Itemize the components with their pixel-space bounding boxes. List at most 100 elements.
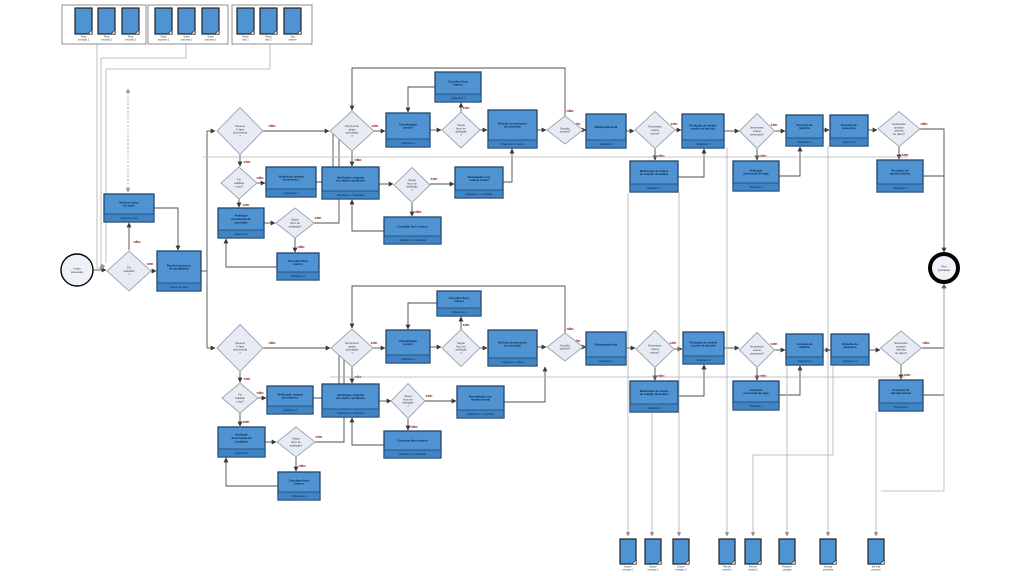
svg-text:Segue: Segue bbox=[291, 218, 299, 222]
svg-text:Organismo 2 + Secretaria: Organismo 2 + Secretaria bbox=[337, 412, 365, 415]
edge-27: sim bbox=[671, 121, 682, 133]
svg-text:processo 3: processo 3 bbox=[205, 38, 217, 41]
svg-text:?: ? bbox=[239, 351, 241, 355]
edge-1: sim bbox=[147, 261, 157, 274]
svg-text:Exame: Exame bbox=[677, 567, 685, 569]
svg-text:Foi: Foi bbox=[237, 178, 241, 182]
svg-text:Organismo 1 + Comissão: Organismo 1 + Comissão bbox=[399, 239, 427, 242]
svg-text:adenda: adenda bbox=[897, 348, 906, 352]
svg-text:não: não bbox=[566, 108, 574, 113]
svg-text:?: ? bbox=[351, 134, 353, 138]
svg-text:Verificação conjunta: Verificação conjunta bbox=[337, 175, 365, 179]
svg-text:Documento: Documento bbox=[345, 124, 359, 128]
svg-text:Passa à: Passa à bbox=[235, 124, 245, 128]
svg-text:Emissão de: Emissão de bbox=[841, 123, 857, 127]
edge-90 bbox=[750, 366, 834, 537]
edge-54: não bbox=[349, 367, 362, 384]
svg-text:interno: interno bbox=[454, 299, 464, 303]
svg-text:exame: exame bbox=[651, 129, 660, 132]
svg-text:Receber processo: Receber processo bbox=[167, 263, 192, 267]
svg-text:exame: exame bbox=[753, 349, 762, 352]
svg-text:Fim: Fim bbox=[942, 264, 947, 268]
svg-text:Revisão de pareceres: Revisão de pareceres bbox=[498, 340, 527, 344]
svg-text:interno: interno bbox=[453, 83, 463, 87]
svg-text:Necessário: Necessário bbox=[750, 126, 764, 130]
edge-48: sim bbox=[237, 413, 250, 427]
edge-82 bbox=[105, 44, 271, 263]
svg-text:avaliação: avaliação bbox=[402, 401, 414, 405]
svg-text:Necessário: Necessário bbox=[648, 125, 662, 129]
svg-text:ao plano?: ao plano? bbox=[895, 351, 907, 355]
svg-text:sim: sim bbox=[243, 419, 250, 424]
svg-text:Correção de: Correção de bbox=[796, 123, 813, 127]
svg-text:não: não bbox=[922, 340, 930, 345]
svg-text:validado: validado bbox=[234, 181, 245, 185]
svg-text:pontuação: pontuação bbox=[346, 348, 359, 352]
svg-text:Organismo 2: Organismo 2 bbox=[599, 360, 613, 363]
svg-text:1ª fase: 1ª fase bbox=[236, 127, 245, 131]
svg-text:processo: processo bbox=[871, 568, 881, 571]
svg-text:do aluno: do aluno bbox=[123, 204, 135, 208]
svg-text:documental: documental bbox=[233, 348, 247, 352]
edge-44: não bbox=[263, 340, 331, 351]
svg-text:Revisão de pareceres: Revisão de pareceres bbox=[498, 121, 527, 125]
svg-text:sim: sim bbox=[315, 215, 322, 220]
svg-text:não: não bbox=[920, 121, 928, 126]
svg-text:Organismo 1: Organismo 1 bbox=[798, 141, 812, 144]
edge-15 bbox=[223, 238, 277, 268]
svg-text:documental do: documental do bbox=[231, 217, 251, 221]
svg-text:Relatório: Relatório bbox=[782, 566, 792, 569]
svg-text:Organismo 1: Organismo 1 bbox=[696, 143, 710, 146]
svg-text:Consultar fluxo: Consultar fluxo bbox=[289, 478, 310, 482]
svg-text:Decisão: Decisão bbox=[560, 126, 570, 130]
svg-text:documentos: documentos bbox=[283, 178, 300, 182]
edge-80 bbox=[96, 44, 105, 271]
svg-text:entregue 1: entregue 1 bbox=[623, 568, 635, 571]
svg-text:?: ? bbox=[351, 351, 353, 355]
svg-text:Foi: Foi bbox=[127, 266, 131, 270]
svg-text:Necessário: Necessário bbox=[648, 344, 662, 348]
svg-text:avaliação?: avaliação? bbox=[290, 443, 303, 447]
svg-text:Consultar fluxo interno: Consultar fluxo interno bbox=[397, 225, 428, 229]
svg-text:não: não bbox=[414, 209, 422, 214]
svg-text:Organismo 1: Organismo 1 bbox=[284, 192, 298, 195]
svg-text:avaliação?: avaliação? bbox=[289, 224, 302, 228]
svg-text:Edital: Edital bbox=[184, 36, 190, 39]
edge-76: sim bbox=[425, 393, 457, 404]
svg-text:avaliação: avaliação bbox=[455, 130, 467, 134]
svg-text:Segue: Segue bbox=[457, 123, 465, 127]
svg-text:parcial: parcial bbox=[403, 342, 412, 346]
svg-text:o doc?: o doc? bbox=[236, 399, 245, 403]
edge-20: sim bbox=[458, 102, 470, 112]
svg-text:Segue: Segue bbox=[408, 178, 416, 182]
svg-text:produzida: produzida bbox=[823, 568, 834, 571]
svg-text:Exame: Exame bbox=[649, 567, 657, 569]
svg-text:não: não bbox=[354, 374, 362, 379]
svg-text:Organismo 1: Organismo 1 bbox=[401, 142, 415, 145]
svg-text:Verificação manual: Verificação manual bbox=[278, 174, 304, 178]
svg-text:Organismo 2: Organismo 2 bbox=[894, 406, 908, 409]
svg-text:Avaliação: Avaliação bbox=[750, 388, 763, 392]
svg-text:sim: sim bbox=[372, 123, 379, 128]
svg-text:positiva?: positiva? bbox=[560, 130, 571, 134]
svg-text:Avaliação: Avaliação bbox=[235, 433, 248, 437]
